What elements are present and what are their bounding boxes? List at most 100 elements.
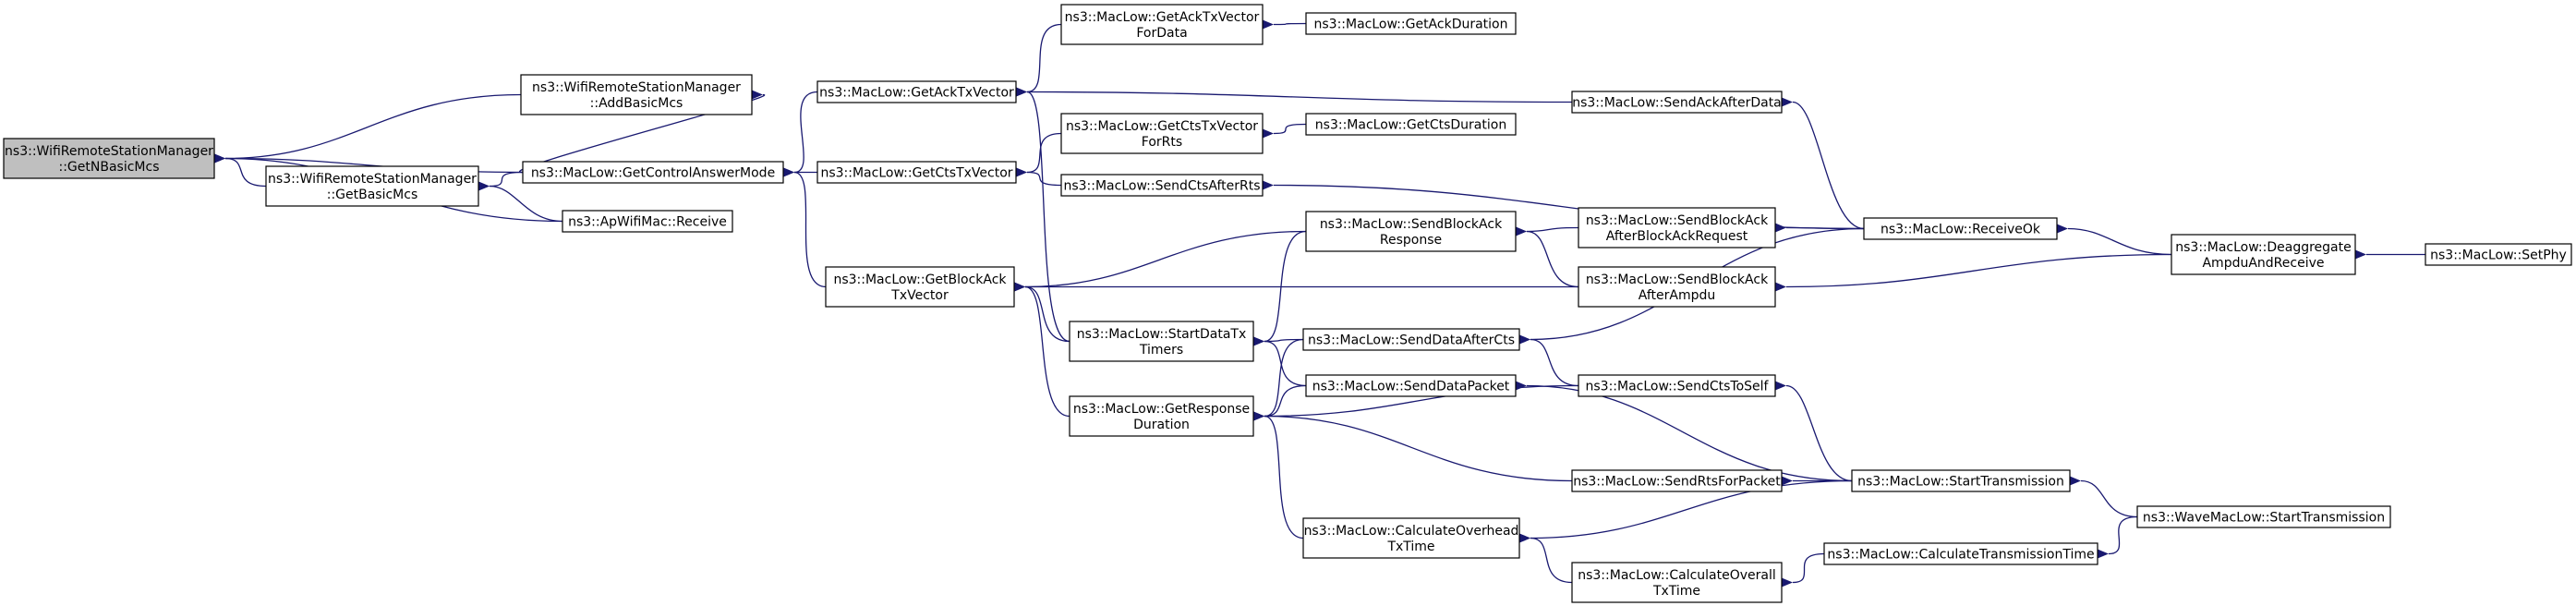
node-getacktx[interactable]: ns3::MacLow::GetAckTxVector — [816, 80, 1017, 103]
edge-ctrlans-to-getbasic — [478, 171, 524, 191]
node-box — [1571, 469, 1783, 492]
edge-apwifi-to-getbasic — [478, 181, 563, 223]
node-box — [1060, 174, 1264, 197]
node-box — [1863, 217, 2058, 240]
node-label: ns3::MacLow::GetResponse — [1073, 402, 1250, 417]
node-getbasic[interactable]: ns3::WifiRemoteStationManager::GetBasicM… — [265, 165, 479, 207]
node-sendctstoself[interactable]: ns3::MacLow::SendCtsToSelf — [1578, 374, 1776, 397]
node-box — [1305, 113, 1517, 136]
node-label: AfterBlockAckRequest — [1606, 229, 1748, 244]
node-sendblockackafterreq[interactable]: ns3::MacLow::SendBlockAckAfterBlockAckRe… — [1578, 207, 1776, 248]
node-label: ns3::MacLow::SendAckAfterData — [1572, 96, 1782, 111]
node-box — [1060, 4, 1264, 45]
edge-deagg-to-sendblockackafterampdu — [1774, 253, 2172, 292]
node-receiveok[interactable]: ns3::MacLow::ReceiveOk — [1863, 217, 2058, 240]
node-box — [816, 80, 1017, 103]
edge-receiveok-to-sendackafterdata — [1781, 97, 1865, 230]
node-label: Response — [1380, 233, 1442, 248]
node-label: ns3::WifiRemoteStationManager — [5, 144, 213, 159]
node-box — [265, 165, 479, 207]
node-label: AmpduAndReceive — [2202, 256, 2324, 271]
node-label: ns3::WifiRemoteStationManager — [532, 80, 741, 95]
edge-sendblockackresp-to-startdatatx — [1252, 230, 1307, 346]
node-label: ns3::MacLow::SetPhy — [2430, 248, 2567, 263]
node-starttrans[interactable]: ns3::MacLow::StartTransmission — [1851, 469, 2071, 492]
node-sendackafterdata[interactable]: ns3::MacLow::SendAckAfterData — [1571, 91, 1783, 114]
edge-getacktx-to-ctrlans — [782, 91, 818, 177]
node-label: Timers — [1139, 343, 1183, 358]
node-box — [1302, 328, 1520, 351]
node-label: ns3::WaveMacLow::StartTransmission — [2143, 511, 2385, 526]
node-getackdur[interactable]: ns3::MacLow::GetAckDuration — [1305, 12, 1517, 35]
node-label: ns3::WifiRemoteStationManager — [268, 172, 477, 187]
edge-starttrans-to-calcoverhead — [1518, 479, 1853, 543]
node-getctstx[interactable]: ns3::MacLow::GetCtsTxVector — [816, 161, 1017, 184]
node-label: ns3::MacLow::GetBlockAck — [833, 273, 1007, 287]
edge-senddatapacket-to-startdatatx — [1252, 336, 1307, 387]
node-senddataaftercts[interactable]: ns3::MacLow::SendDataAfterCts — [1302, 328, 1520, 351]
node-label: ns3::MacLow::GetAckTxVector — [819, 86, 1014, 101]
edge-calcoverall-to-calcoverhead — [1518, 533, 1573, 584]
edge-senddatapacket-to-getresponse — [1252, 384, 1307, 421]
node-wavestart[interactable]: ns3::WaveMacLow::StartTransmission — [2136, 505, 2391, 528]
node-label: ::AddBasicMcs — [590, 96, 683, 111]
node-setphy[interactable]: ns3::MacLow::SetPhy — [2425, 243, 2572, 266]
node-label: ns3::MacLow::GetCtsDuration — [1315, 118, 1506, 133]
node-sendctsafterrts[interactable]: ns3::MacLow::SendCtsAfterRts — [1060, 174, 1264, 197]
node-box — [1305, 211, 1517, 252]
node-box — [816, 161, 1017, 184]
edge-sendctsafterrts-to-getctstx — [1015, 167, 1062, 187]
node-label: ns3::MacLow::SendDataPacket — [1312, 380, 1510, 394]
edge-wavestart-to-calctrans — [2097, 515, 2138, 559]
node-apwifi[interactable]: ns3::ApWifiMac::Receive — [562, 210, 733, 233]
node-sendrtsforpacket[interactable]: ns3::MacLow::SendRtsForPacket — [1571, 469, 1783, 492]
node-box — [3, 138, 215, 179]
node-label: ::GetBasicMcs — [327, 188, 418, 202]
edge-calcoverhead-to-getresponse — [1252, 411, 1304, 539]
edge-sendctstoself-to-senddataaftercts — [1518, 334, 1579, 387]
node-label: TxTime — [1386, 539, 1434, 554]
edge-startdatatx-to-getacktx — [1015, 87, 1070, 343]
node-label: ns3::MacLow::GetAckDuration — [1314, 18, 1508, 32]
node-box — [1060, 113, 1264, 154]
node-box — [522, 161, 784, 184]
node-label: ns3::MacLow::GetCtsTxVector — [820, 166, 1012, 181]
node-label: ns3::MacLow::CalculateOverhead — [1304, 524, 1519, 539]
node-senddatapacket[interactable]: ns3::MacLow::SendDataPacket — [1305, 374, 1517, 397]
edge-addbasic-to-getn — [213, 93, 522, 164]
node-box — [562, 210, 733, 233]
edge-senddataaftercts-to-startdatatx — [1252, 336, 1304, 346]
edge-getbasic-to-getn — [213, 153, 267, 188]
node-label: ns3::MacLow::StartDataTx — [1077, 327, 1247, 342]
node-calctrans[interactable]: ns3::MacLow::CalculateTransmissionTime — [1823, 542, 2098, 565]
node-box — [1302, 517, 1520, 559]
node-addbasic[interactable]: ns3::WifiRemoteStationManager::AddBasicM… — [520, 74, 753, 115]
edge-calctrans-to-calcoverall — [1781, 552, 1825, 588]
edge-sendackafterdata-to-getacktx — [1015, 87, 1573, 103]
node-label: ns3::MacLow::SendCtsToSelf — [1586, 380, 1770, 394]
edge-getctsdur-to-getctsforrts — [1262, 123, 1307, 139]
edge-starttrans-to-senddatapacket — [1515, 381, 1853, 482]
node-label: ns3::MacLow::SendCtsAfterRts — [1063, 179, 1260, 194]
edge-sendblockackafterreq-to-sendblockackresp — [1515, 226, 1579, 236]
node-label: ns3::MacLow::SendBlockAck — [1586, 213, 1769, 228]
edge-starttrans-to-sendctstoself — [1774, 381, 1853, 482]
node-box — [1305, 374, 1517, 397]
node-getctsdur[interactable]: ns3::MacLow::GetCtsDuration — [1305, 113, 1517, 136]
node-getn[interactable]: ns3::WifiRemoteStationManager::GetNBasic… — [3, 138, 215, 179]
edge-getctsforrts-to-getctstx — [1015, 132, 1062, 177]
node-label: ForRts — [1142, 135, 1182, 150]
node-box — [2136, 505, 2391, 528]
node-ctrlans[interactable]: ns3::MacLow::GetControlAnswerMode — [522, 161, 784, 184]
